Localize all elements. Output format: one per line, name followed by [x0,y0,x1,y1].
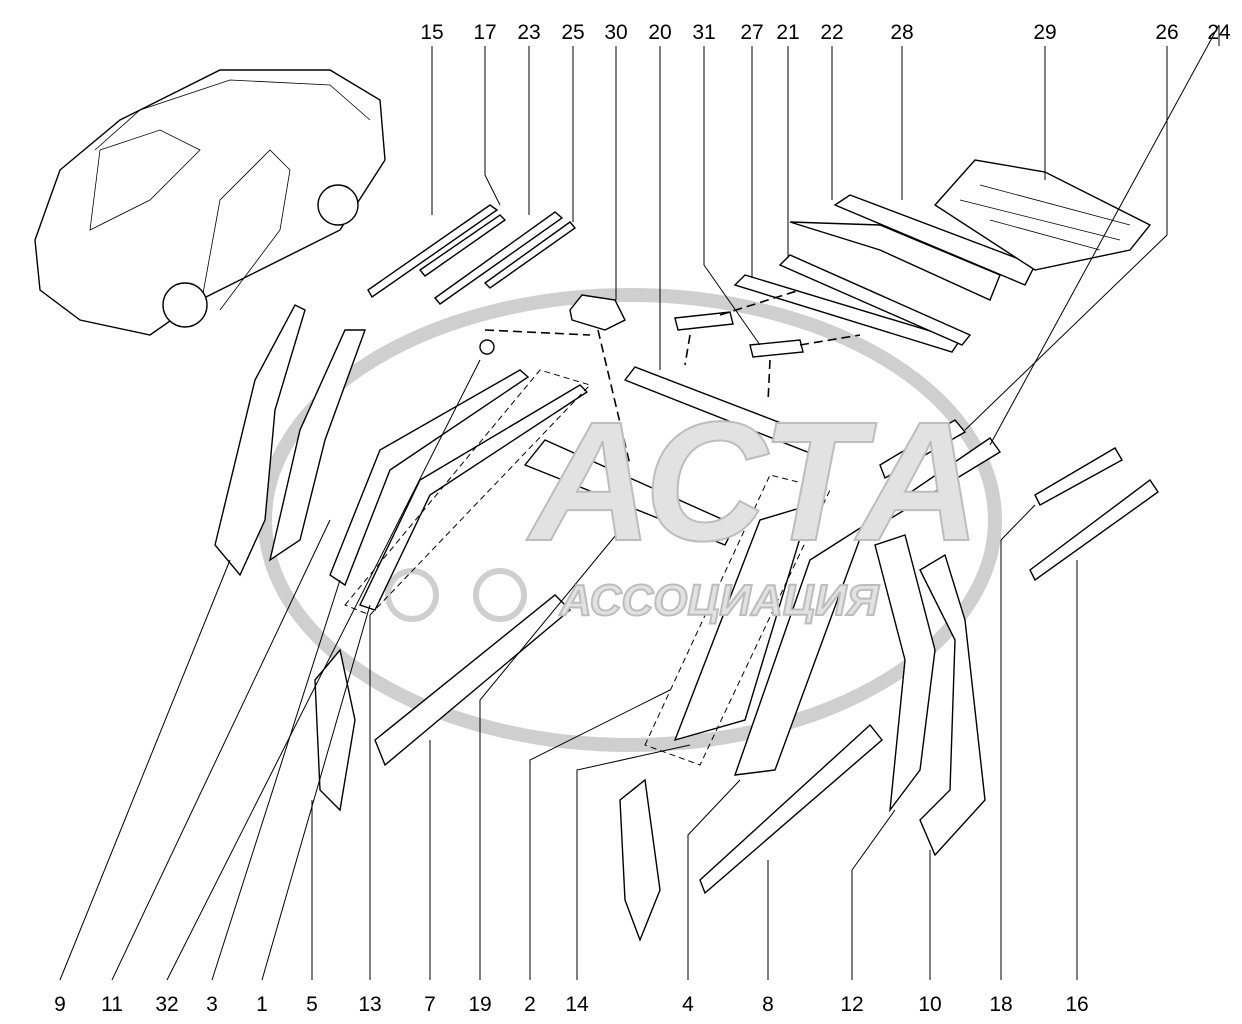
callout-label-8: 8 [762,993,774,1016]
callout-label-2: 2 [524,993,536,1016]
callout-label-18: 18 [989,993,1012,1016]
part-16 [1029,478,1159,582]
leader-line [111,519,331,981]
part-7 [374,594,572,767]
leader-line [59,559,231,981]
callout-label-21: 21 [776,21,799,44]
callout-label-17: 17 [473,21,496,44]
part-17 [418,214,507,277]
leader-line [576,744,691,980]
callout-label-13: 13 [358,993,381,1016]
callout-label-22: 22 [820,21,843,44]
callout-label-14: 14 [565,993,589,1016]
part-6 [619,778,661,942]
part-11 [268,329,366,562]
part-8 [699,723,883,895]
callout-label-26: 26 [1155,21,1178,44]
part-32 [479,339,495,355]
part-31b [749,339,804,358]
part-25 [483,221,577,289]
part-10 [919,553,986,857]
callout-label-1: 1 [256,993,268,1016]
callout-label-5: 5 [306,993,318,1016]
part-12 [874,534,936,813]
callout-label-28: 28 [890,21,913,44]
leader-line [1000,504,1036,980]
leader-line [964,46,1168,431]
part-30 [569,294,626,331]
callout-label-29: 29 [1033,21,1056,44]
leader-line [851,809,896,980]
callout-label-11: 11 [101,993,123,1016]
watermark-sub: АССОЦИАЦИЯ [559,576,880,625]
part-24 [869,437,1002,529]
part-2 [673,503,812,742]
leader-lines [59,24,1220,981]
leader-line [211,579,341,981]
callout-label-30: 30 [604,21,627,44]
leader-line [479,529,621,980]
callout-label-16: 16 [1065,993,1088,1016]
part-4 [733,523,867,776]
part-9 [214,304,306,577]
part-1 [359,384,589,611]
part-31a [674,311,734,331]
part-18 [1034,447,1123,506]
callout-label-15: 15 [420,21,443,44]
callout-label-12: 12 [840,993,863,1016]
leader-line [261,604,371,981]
leader-line [166,359,481,981]
callout-label-27: 27 [740,21,763,44]
car-overview-illustration [34,69,386,336]
part-26 [879,419,967,480]
part-15 [367,204,499,299]
callout-label-4: 4 [682,993,694,1016]
leader-line [484,46,501,206]
part-21 [778,254,972,346]
leader-line [989,24,1220,446]
callout-label-7: 7 [424,993,436,1016]
part-20 [623,366,827,456]
leader-line [529,689,671,980]
leader-line [703,46,761,346]
watermark: АСТА АССОЦИАЦИЯ [525,386,982,626]
callout-label-9: 9 [54,993,66,1016]
leader-line [687,779,741,980]
callout-label-20: 20 [648,21,671,44]
part-22 [789,221,1001,301]
callout-label-3: 3 [206,993,218,1016]
assembly-lines [344,289,861,766]
callout-label-32: 32 [155,993,178,1016]
callout-label-23: 23 [517,21,540,44]
callout-label-31: 31 [692,21,715,44]
part-19 [523,439,736,546]
callout-label-19: 19 [468,993,491,1016]
callout-label-24: 24 [1207,21,1231,44]
part-3 [329,369,530,587]
watermark-main: АСТА [526,387,981,577]
callout-label-10: 10 [918,993,941,1016]
callout-label-25: 25 [561,21,584,44]
part-23 [433,211,564,305]
